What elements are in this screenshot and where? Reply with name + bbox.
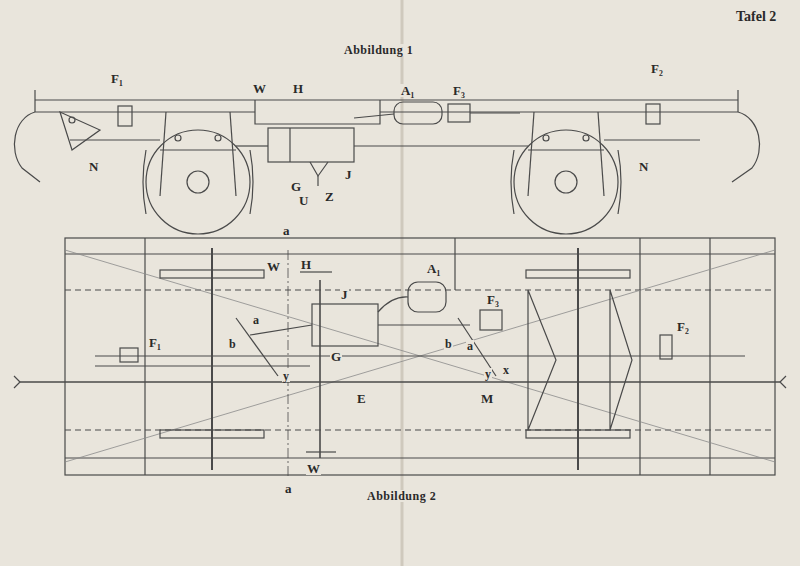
lever-dimension: y (484, 368, 492, 380)
lever-dimension: a (252, 314, 260, 326)
part-letter: J (344, 168, 353, 181)
part-letter: H (292, 82, 304, 95)
part-letter: F₂ (676, 320, 690, 333)
lever-dimension: x (502, 364, 510, 376)
figure-title: Abbildung 1 (343, 44, 414, 56)
part-letter: M (480, 392, 494, 405)
part-letter: U (298, 194, 309, 207)
part-letter: Z (324, 190, 335, 203)
lever-dimension: b (444, 338, 453, 350)
part-letter: F₃ (452, 84, 466, 97)
part-letter: W (266, 260, 281, 273)
lever-dimension: a (466, 340, 474, 352)
part-letter: W (252, 82, 267, 95)
lever-dimension: b (228, 338, 237, 350)
part-letter: A₁ (400, 84, 415, 97)
part-letter: N (638, 160, 649, 173)
part-letter: E (356, 392, 367, 405)
part-letter: F₁ (110, 72, 124, 85)
part-letter: F₂ (650, 62, 664, 75)
tafel-number: Tafel 2 (735, 10, 777, 24)
part-letter: H (300, 258, 312, 271)
figure-title: Abbildung 2 (366, 490, 437, 502)
part-letter: F₃ (486, 293, 500, 306)
part-letter: J (340, 288, 349, 301)
part-letter: F₁ (148, 336, 162, 349)
section-mark: a (282, 224, 291, 237)
part-letter: G (330, 350, 342, 363)
section-mark: a (284, 482, 293, 495)
lever-dimension: y (282, 370, 290, 382)
part-letter: N (88, 160, 99, 173)
part-letter: G (290, 180, 302, 193)
part-letter: W (306, 462, 321, 475)
part-letter: A₁ (426, 262, 441, 275)
